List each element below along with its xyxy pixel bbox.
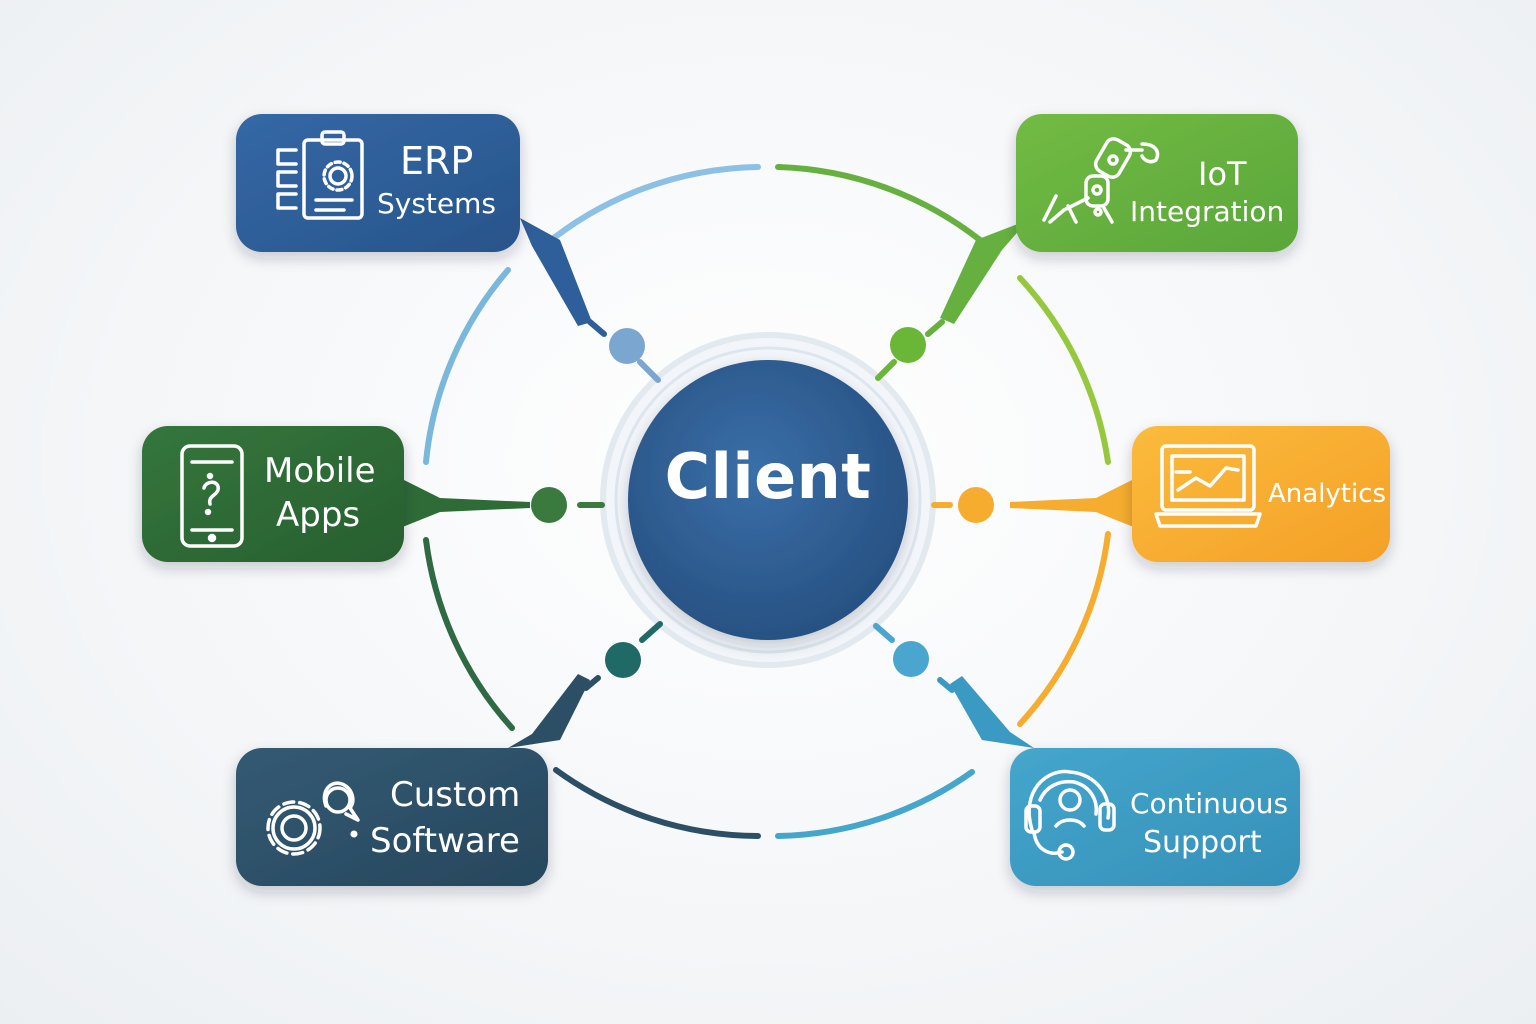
- connector-custom: [508, 621, 663, 748]
- connector-support: [873, 623, 1034, 748]
- analytics-box: [1132, 426, 1390, 562]
- support-subtitle: Support: [1143, 825, 1262, 860]
- connector-mobile: [400, 478, 605, 528]
- ring-arc-iot: [775, 164, 983, 243]
- connector-analytics: [931, 478, 1136, 528]
- erp-title: ERP: [400, 139, 474, 183]
- connector-dot-erp: [609, 328, 645, 364]
- center-halo-inner: [614, 346, 922, 654]
- erp-subtitle: Systems: [377, 187, 496, 220]
- custom-box: [236, 748, 548, 886]
- iot-box: [1016, 114, 1298, 252]
- mobile-subtitle: Apps: [276, 495, 361, 535]
- connector-erp: [520, 218, 661, 383]
- laptop-chart-icon: [1154, 444, 1262, 528]
- connector-dot-analytics: [958, 487, 994, 523]
- connector-iot: [875, 220, 1028, 381]
- ring-arc-support: [775, 769, 975, 839]
- iot-title: IoT: [1198, 155, 1247, 193]
- connector-dot-mobile: [531, 487, 567, 523]
- custom-subtitle: Software: [370, 821, 520, 861]
- ring-arc-mobile-custom: [423, 537, 515, 731]
- client-label: Client: [664, 440, 872, 513]
- mobile-box: [142, 426, 404, 562]
- connector-dot-support: [893, 641, 929, 677]
- connector-dot-custom: [605, 642, 641, 678]
- outer-ring: [423, 164, 1111, 839]
- connector-dot-iot: [890, 327, 926, 363]
- support-box: [1010, 748, 1300, 886]
- clipboard-gear-icon: [276, 130, 364, 220]
- ring-arc-custom: [553, 767, 761, 839]
- support-title: Continuous: [1130, 787, 1289, 820]
- ring-arc-iot-analytics: [1017, 275, 1111, 465]
- client-circle: [628, 360, 908, 640]
- ring-arc-erp: [542, 164, 761, 248]
- iot-subtitle: Integration: [1130, 195, 1285, 228]
- custom-title: Custom: [390, 775, 521, 815]
- mobile-title: Mobile: [264, 451, 376, 491]
- ring-arc-analytics-support: [1017, 531, 1111, 727]
- analytics-title: Analytics: [1268, 479, 1387, 509]
- gears-icon: [266, 781, 360, 856]
- ring-arc-erp-mobile: [423, 267, 511, 465]
- smartphone-icon: [180, 444, 244, 548]
- headset-icon: [1024, 769, 1116, 861]
- robot-arm-icon: [1042, 137, 1160, 224]
